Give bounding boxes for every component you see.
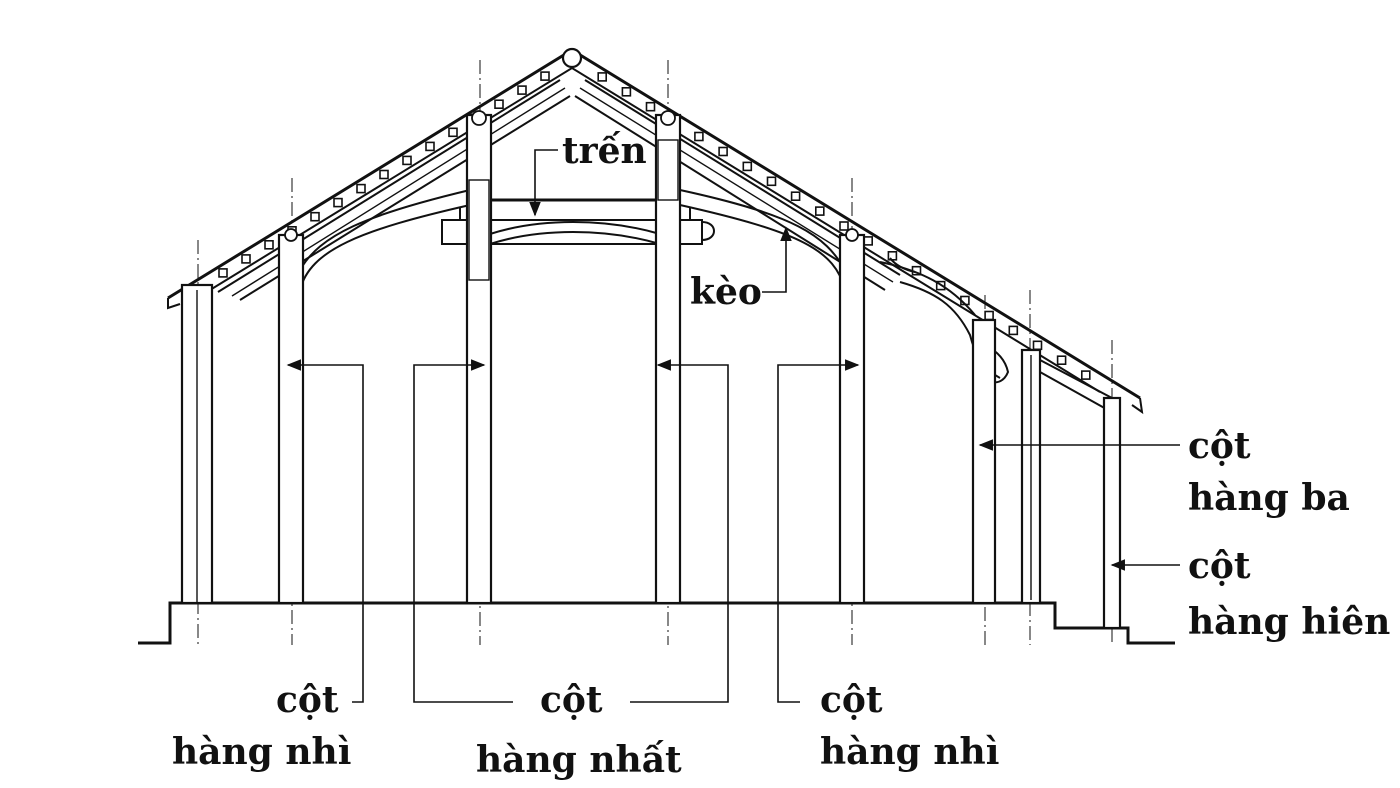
purlin <box>1081 370 1091 380</box>
purlin <box>621 87 632 97</box>
purlin <box>790 191 801 201</box>
label-cot-hang-nhat-line1: cột <box>540 679 603 721</box>
label-cot-hang-nhat-line2: hàng nhất <box>476 739 682 781</box>
purlin <box>264 240 274 250</box>
columns <box>180 110 1122 630</box>
purlin <box>1056 355 1067 366</box>
purlin <box>448 127 458 138</box>
column-hang-hien <box>1102 396 1122 630</box>
purlin <box>425 141 435 152</box>
leaders <box>286 149 1180 703</box>
purlin <box>694 131 704 142</box>
purlin <box>356 183 366 194</box>
label-cot-hang-hien-line1: cột <box>1188 545 1251 587</box>
purlin <box>839 221 849 231</box>
purlin <box>218 268 228 278</box>
label-cot-hang-nhi-right-line2: hàng nhì <box>820 731 999 773</box>
purlin <box>517 85 527 95</box>
label-cot-hang-ba-line1: cột <box>1188 425 1251 467</box>
purlin <box>742 161 753 172</box>
purlin <box>333 197 343 208</box>
column-hang-nhi-right <box>838 233 866 605</box>
column-hang-ba <box>971 318 997 605</box>
purlin <box>597 72 608 82</box>
purlin <box>540 71 550 81</box>
label-keo: kèo <box>690 271 762 313</box>
purlin <box>645 101 656 112</box>
purlin <box>766 176 777 187</box>
purlin <box>241 254 251 264</box>
label-cot-hang-nhi-left-line2: hàng nhì <box>172 731 351 773</box>
label-cot-hang-ba-line2: hàng ba <box>1188 477 1350 519</box>
labels: trến kèo cột hàng ba cột hàng hiên cột h… <box>172 130 1390 781</box>
label-tren: trến <box>562 130 647 172</box>
foundation <box>138 601 1175 645</box>
purlin <box>494 99 504 109</box>
purlin <box>984 310 994 321</box>
roof <box>167 47 1144 415</box>
purlin <box>718 146 728 157</box>
purlin <box>379 169 389 180</box>
purlin <box>310 211 320 222</box>
column-hang-nhi-left <box>277 233 305 605</box>
label-cot-hang-hien-line2: hàng hiên <box>1188 601 1390 643</box>
label-cot-hang-nhi-left-line1: cột <box>276 679 339 721</box>
purlin <box>1032 340 1043 351</box>
label-cot-hang-nhi-right-line1: cột <box>820 679 883 721</box>
purlin <box>402 155 412 166</box>
purlin <box>814 206 825 216</box>
purlin <box>1008 325 1019 336</box>
purlin <box>863 236 874 246</box>
